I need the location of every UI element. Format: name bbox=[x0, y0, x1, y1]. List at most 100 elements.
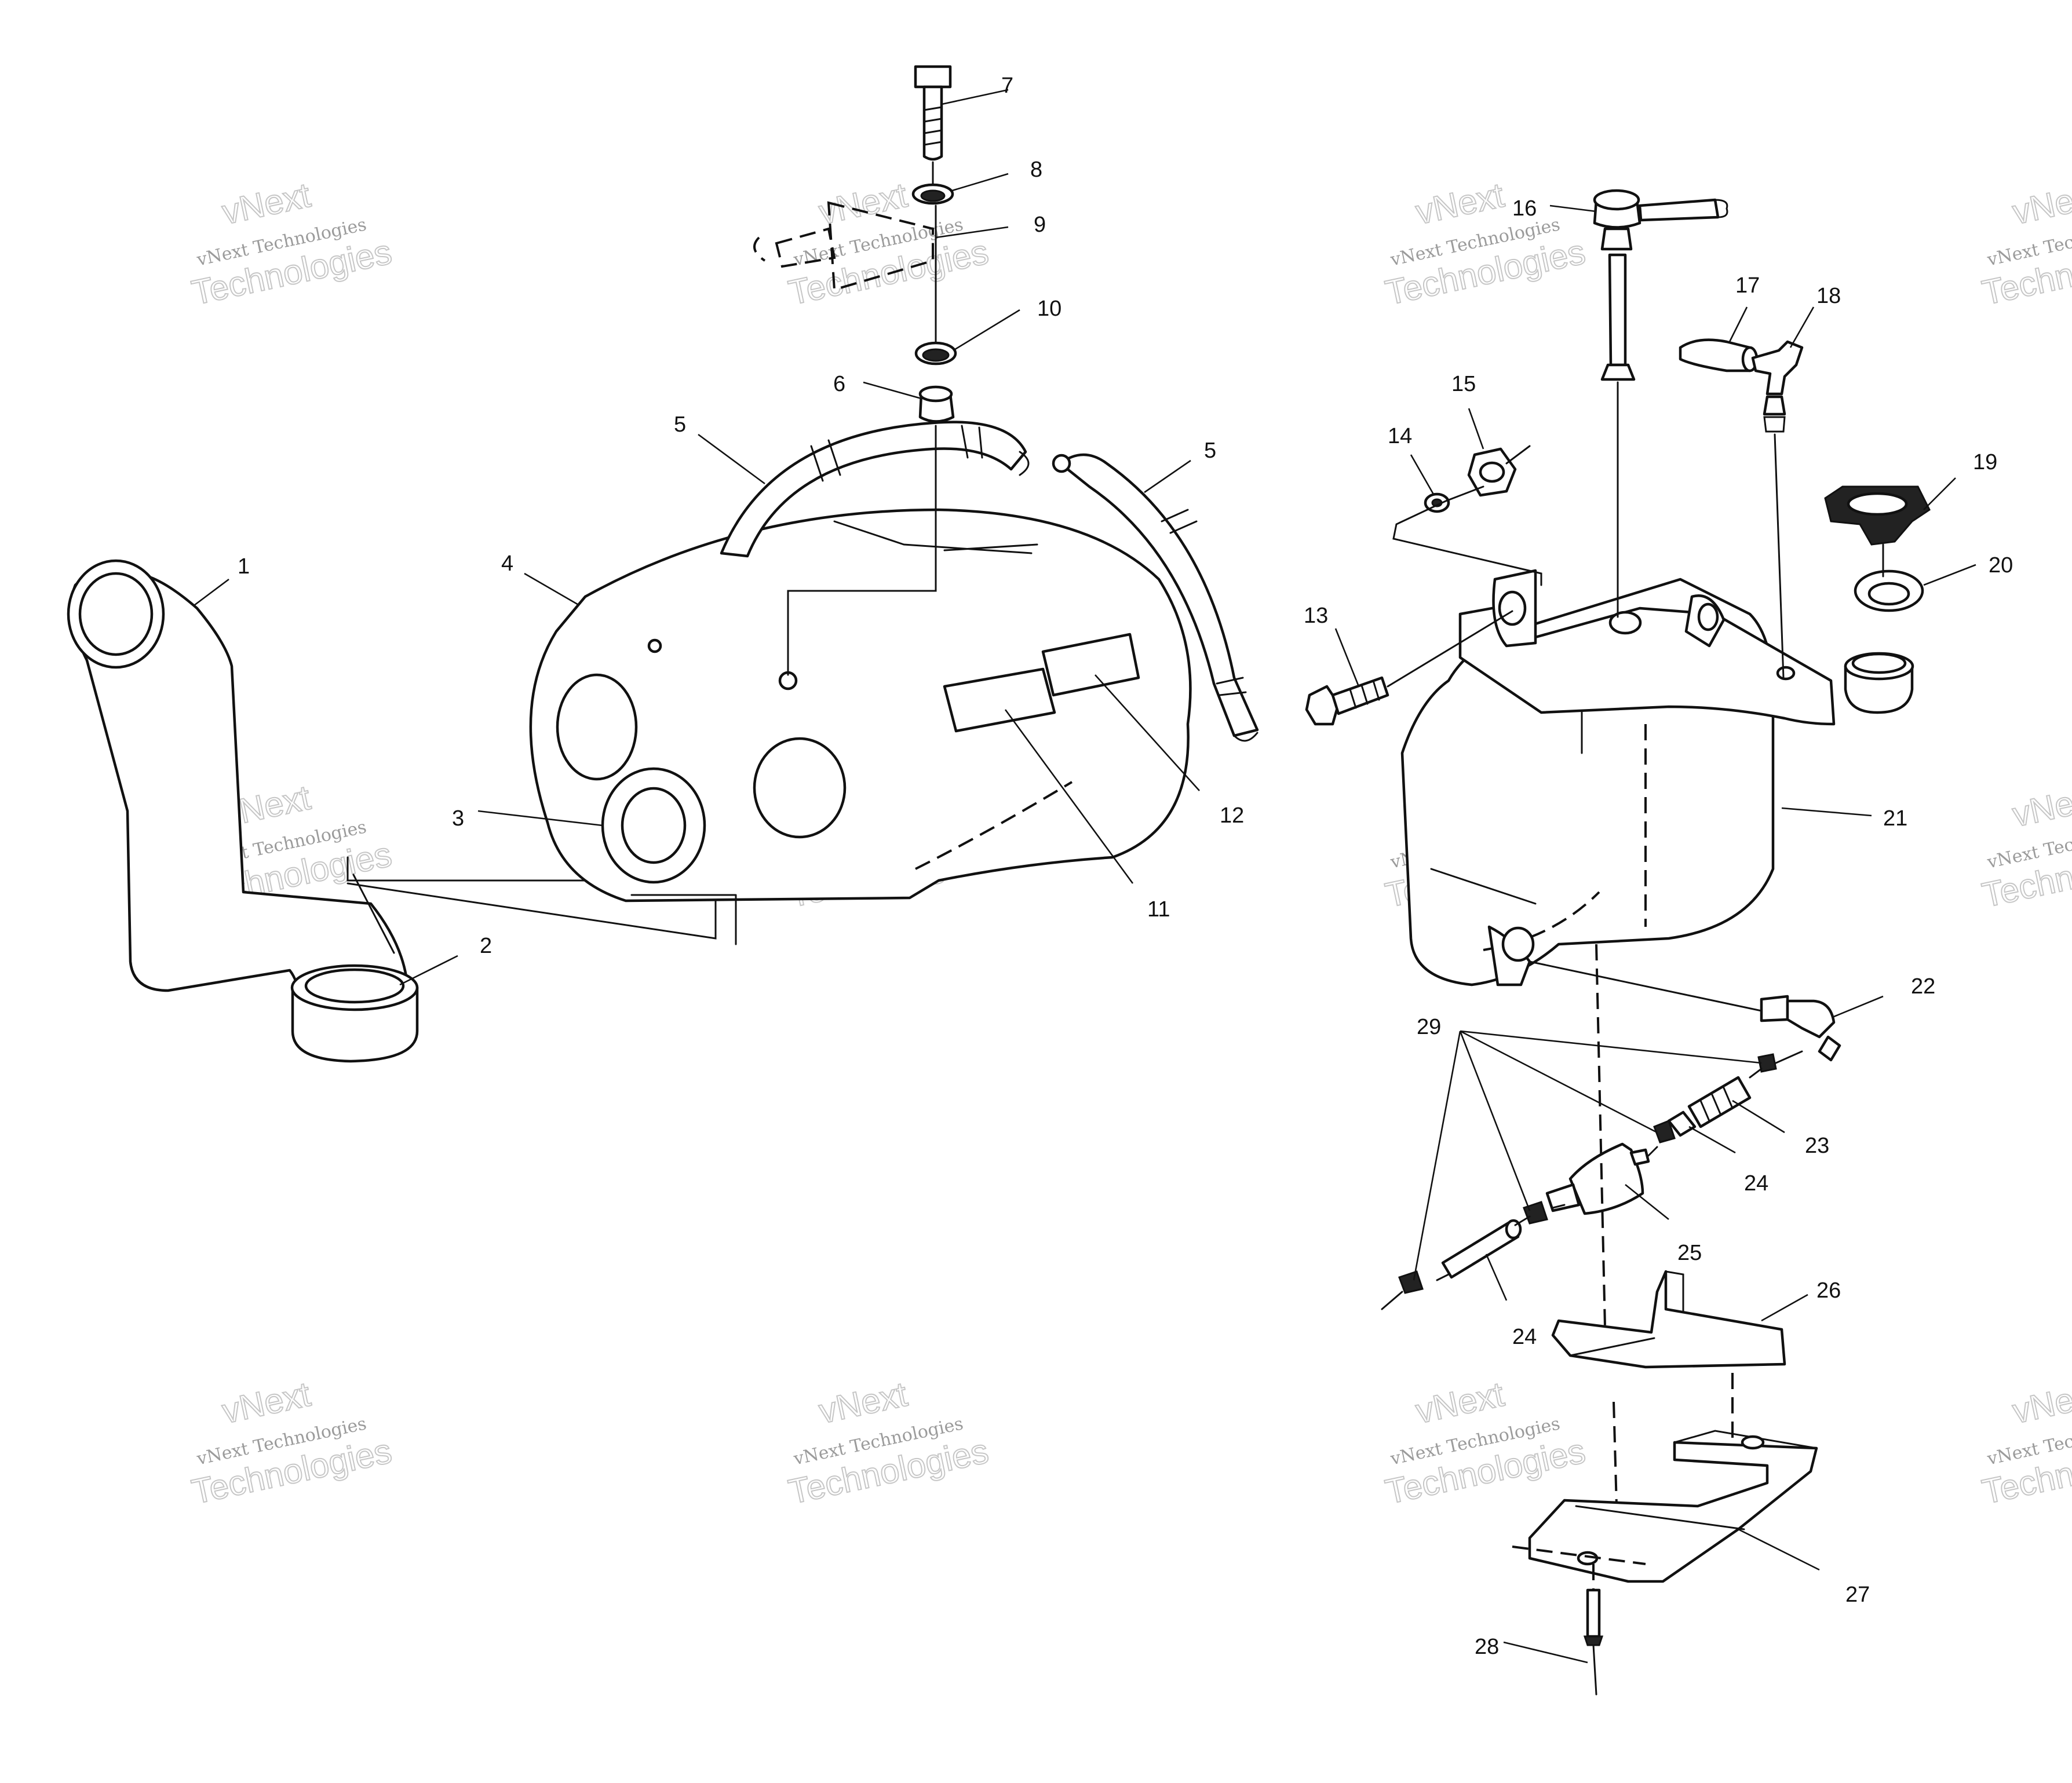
part-24-hose-long bbox=[1441, 1219, 1522, 1279]
part-3-grommet bbox=[601, 767, 706, 884]
leader-3 bbox=[477, 810, 603, 827]
leader-5a bbox=[698, 433, 765, 485]
part-7-bolt bbox=[914, 65, 952, 161]
part-21-oil-tank bbox=[1400, 569, 1914, 987]
leader-10 bbox=[953, 309, 1020, 352]
part-11-label-decal bbox=[943, 667, 1056, 733]
assembly-line bbox=[1381, 1050, 1803, 1310]
part-12-label-decal bbox=[1041, 633, 1140, 697]
leader-18 bbox=[1789, 306, 1815, 348]
part-20-gasket bbox=[1854, 569, 1924, 612]
leader-15 bbox=[1468, 408, 1484, 450]
callout-21: 21 bbox=[1883, 806, 1907, 831]
part-26-strap-bracket bbox=[1551, 1270, 1786, 1369]
part-29-clamp bbox=[1398, 1270, 1424, 1294]
leader-8 bbox=[950, 173, 1009, 192]
leader-21 bbox=[1781, 807, 1872, 817]
callout-25: 25 bbox=[1677, 1241, 1702, 1265]
callout-29: 29 bbox=[1417, 1015, 1441, 1039]
callout-17: 17 bbox=[1735, 273, 1760, 298]
callout-5a: 5 bbox=[674, 412, 686, 437]
part-28-rivet bbox=[1583, 1564, 1604, 1696]
assembly-axis bbox=[1613, 1373, 1734, 1507]
callout-4: 4 bbox=[501, 551, 513, 576]
callout-7: 7 bbox=[1001, 74, 1013, 98]
callout-18: 18 bbox=[1816, 284, 1841, 308]
leader-23 bbox=[1732, 1099, 1785, 1134]
leader-19 bbox=[1923, 477, 1956, 510]
part-9-bracket bbox=[753, 201, 934, 291]
callout-14: 14 bbox=[1388, 424, 1412, 448]
leader-27 bbox=[1738, 1528, 1820, 1571]
part-15-nut bbox=[1467, 447, 1517, 497]
watermark: vNext vNext Technologies Technologies bbox=[1381, 175, 1589, 313]
part-13-bolt bbox=[1305, 610, 1513, 726]
callout-9: 9 bbox=[1034, 213, 1046, 237]
part-5-hose-right bbox=[1052, 453, 1259, 742]
callout-28: 28 bbox=[1475, 1635, 1499, 1659]
leader-13 bbox=[1334, 628, 1360, 687]
callout-2: 2 bbox=[480, 934, 492, 958]
leader-17 bbox=[1728, 306, 1748, 342]
callout-24b: 24 bbox=[1512, 1325, 1537, 1349]
watermark: vNext vNext Technologies Technologies bbox=[1978, 1374, 2072, 1512]
part-5-hose-left bbox=[720, 421, 1030, 558]
leader-16 bbox=[1549, 204, 1597, 213]
callout-22: 22 bbox=[1911, 974, 1935, 999]
part-1-intake-duct bbox=[67, 559, 410, 1021]
callout-27: 27 bbox=[1845, 1583, 1870, 1607]
watermark: vNext vNext Technologies Technologies bbox=[188, 1374, 396, 1512]
part-16-level-sensor bbox=[1593, 189, 1728, 618]
part-2-ring bbox=[290, 964, 419, 1063]
leader-28 bbox=[1503, 1641, 1588, 1664]
watermark: vNext vNext Technologies Technologies bbox=[188, 175, 396, 313]
part-6-nut bbox=[918, 385, 955, 423]
watermark-text: vNext bbox=[815, 1375, 910, 1431]
leader-24b bbox=[1485, 1254, 1508, 1301]
leader-25 bbox=[1625, 1183, 1669, 1221]
watermark-text: vNext bbox=[2009, 778, 2072, 834]
watermark-text: vNext bbox=[218, 176, 313, 232]
watermark-text: vNext bbox=[1412, 176, 1507, 232]
leader-14 bbox=[1410, 454, 1435, 496]
part-22-elbow-fitting bbox=[1529, 960, 1841, 1062]
watermark: vNext vNext Technologies Technologies bbox=[1978, 175, 2072, 313]
callout-5b: 5 bbox=[1204, 439, 1216, 463]
part-4-airbox bbox=[529, 508, 1192, 945]
leader-2 bbox=[399, 955, 458, 986]
watermark: vNext vNext Technologies Technologies bbox=[785, 1374, 993, 1512]
part-10-washer bbox=[914, 341, 957, 366]
callout-20: 20 bbox=[1989, 553, 2013, 578]
part-25-fuel-filter bbox=[1545, 1142, 1650, 1215]
part-8-washer bbox=[911, 183, 954, 205]
leader-26 bbox=[1761, 1294, 1808, 1322]
callout-12: 12 bbox=[1220, 803, 1244, 828]
callout-3: 3 bbox=[452, 806, 464, 831]
leader-4 bbox=[524, 572, 580, 606]
part-29-clamp bbox=[1757, 1053, 1777, 1073]
leader-9 bbox=[935, 226, 1009, 239]
callout-1: 1 bbox=[238, 554, 250, 579]
watermark-text: vNext bbox=[1412, 1375, 1507, 1431]
part-23-check-valve bbox=[1687, 1076, 1752, 1128]
leader-22 bbox=[1833, 995, 1884, 1018]
assembly-line bbox=[787, 204, 937, 676]
leader-6 bbox=[863, 381, 922, 400]
callout-24a: 24 bbox=[1744, 1171, 1768, 1196]
callout-19: 19 bbox=[1973, 450, 1997, 474]
callout-labels: 1 2 3 4 5 5 6 7 8 9 10 11 12 13 14 15 16… bbox=[238, 74, 2013, 1659]
watermark: vNext vNext Technologies Technologies bbox=[1381, 1374, 1589, 1512]
part-18-vent-fitting bbox=[1751, 340, 1804, 679]
callout-6: 6 bbox=[833, 372, 845, 396]
leader-7 bbox=[941, 89, 1009, 105]
callout-15: 15 bbox=[1451, 372, 1476, 396]
assembly-line bbox=[1392, 445, 1542, 586]
callout-23: 23 bbox=[1805, 1134, 1829, 1158]
callout-10: 10 bbox=[1037, 297, 1061, 321]
part-27-tray bbox=[1512, 1430, 1818, 1583]
part-17-vent-hose bbox=[1679, 338, 1759, 372]
callout-16: 16 bbox=[1512, 196, 1537, 221]
watermark: vNext vNext Technologies Technologies bbox=[1978, 777, 2072, 915]
